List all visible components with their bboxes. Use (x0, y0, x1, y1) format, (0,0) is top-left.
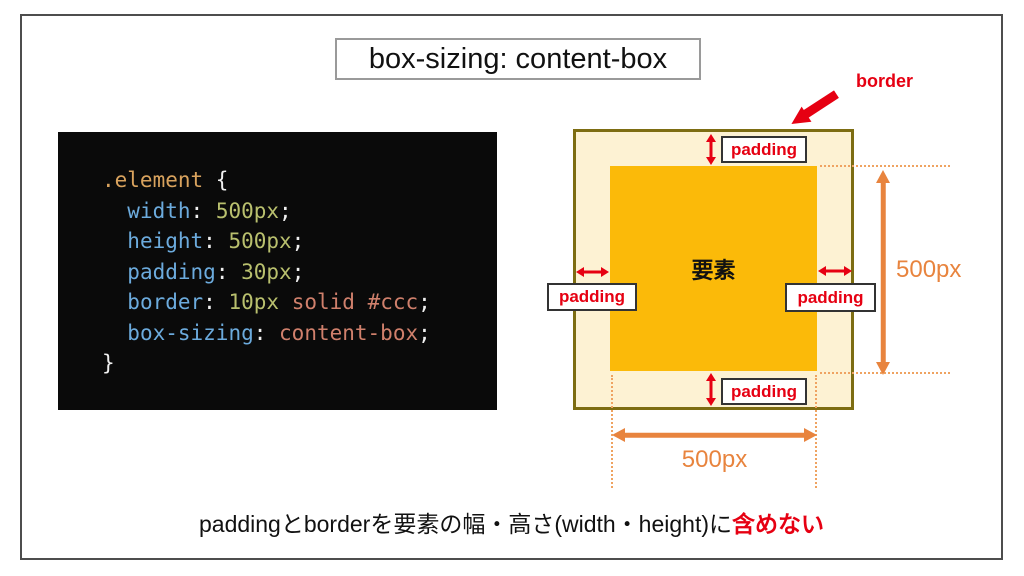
padding-label-right: padding (785, 283, 876, 312)
padding-arrow-left (576, 265, 609, 279)
height-measure-arrow (874, 170, 892, 375)
padding-label-bottom: padding (721, 378, 807, 405)
arrow-head (576, 267, 584, 277)
arrow-head (706, 373, 716, 381)
slide-title-box: box-sizing: content-box (335, 38, 701, 80)
arrow-shaft (619, 432, 810, 438)
width-measure-arrow (612, 426, 817, 444)
arrow-shaft (709, 380, 713, 399)
diagram-element-label: 要素 (691, 257, 736, 283)
padding-label-top: padding (721, 136, 807, 163)
slide-title: box-sizing: content-box (368, 42, 668, 75)
height-measure-label: 500px (896, 256, 962, 283)
arrow-head (804, 428, 817, 442)
padding-arrow-right (818, 264, 852, 278)
arrow-shaft (880, 177, 886, 368)
code-line: padding: 30px; (127, 259, 305, 284)
arrow-head (876, 362, 890, 375)
code-line: height: 500px; (127, 229, 305, 253)
arrow-head (876, 170, 890, 183)
arrow-head (601, 267, 609, 277)
code-line: width: 500px; (127, 198, 292, 223)
border-label: border (856, 71, 914, 91)
diagram-element-box: 要素 (610, 166, 817, 371)
width-measure-label: 500px (681, 446, 748, 473)
arrow-shaft (825, 269, 845, 273)
code-line: border: 10px solid #ccc; (127, 290, 431, 314)
padding-label-left: padding (547, 283, 637, 311)
caption-emphasis: 含めない (732, 511, 825, 537)
arrow-head (706, 398, 716, 406)
caption: paddingとborderを要素の幅・高さ(width・height)に含めな… (20, 505, 1003, 539)
code-line: .element { (102, 168, 229, 192)
caption-text: paddingとborderを要素の幅・高さ(width・height)に (198, 511, 733, 537)
padding-arrow-bottom (704, 373, 718, 406)
arrow-shaft (709, 141, 713, 158)
arrow-head (818, 266, 826, 276)
code-line: } (102, 351, 115, 375)
code-line: box-sizing: content-box; (127, 320, 431, 345)
arrow-head (706, 157, 716, 165)
code-block: .element { width: 500px; height: 500px; … (58, 132, 497, 410)
arrow-shaft (583, 270, 602, 274)
arrow-head (706, 134, 716, 142)
arrow-head (612, 428, 625, 442)
dotted-guide-top (820, 165, 950, 167)
arrow-head (844, 266, 852, 276)
padding-arrow-top (704, 134, 718, 165)
